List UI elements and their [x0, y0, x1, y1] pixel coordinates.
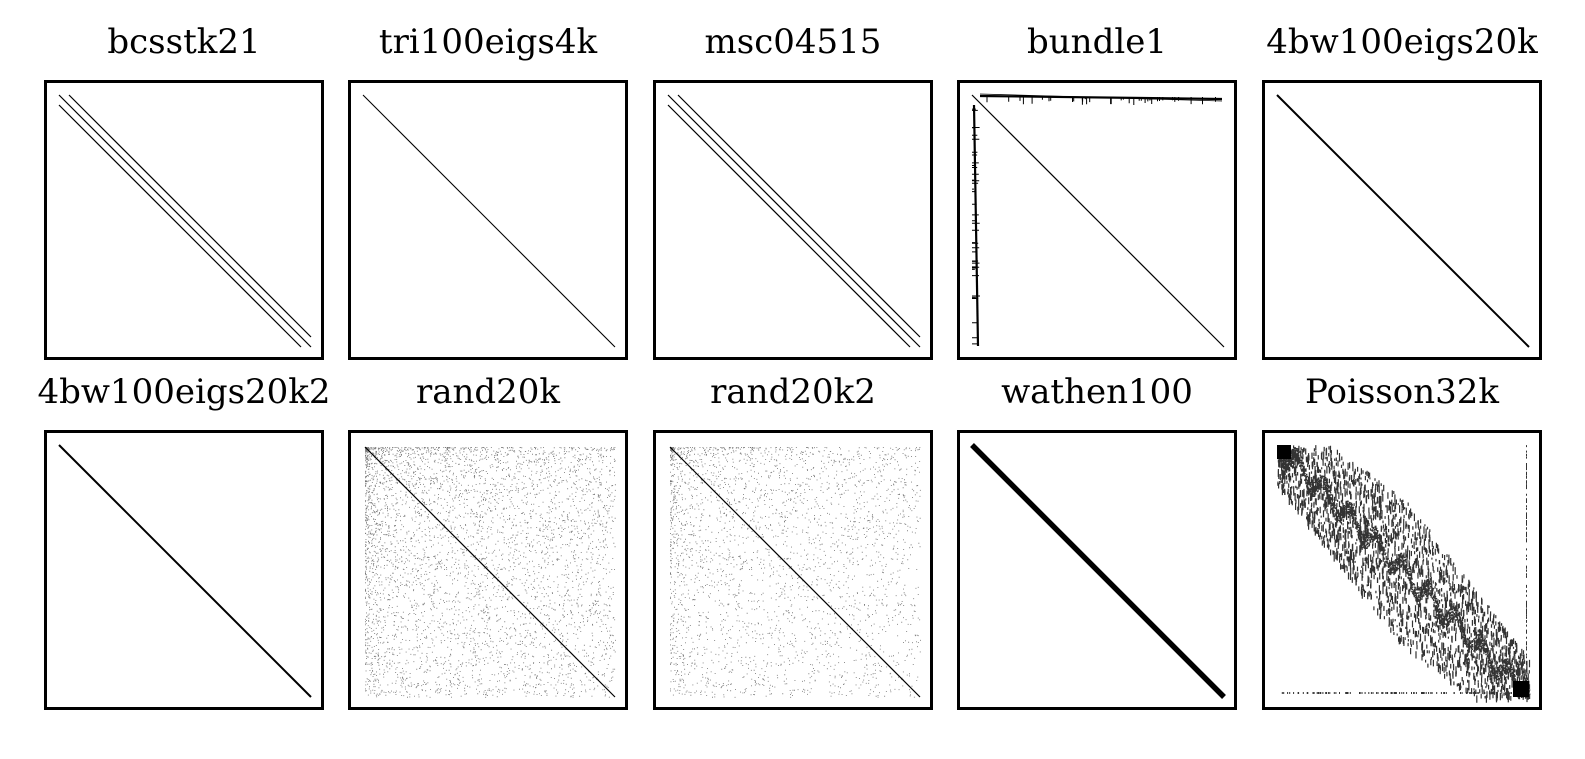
superdiagonal-line	[677, 94, 921, 338]
sparsity-plot	[44, 80, 324, 360]
diagonal-line	[58, 94, 312, 348]
superdiagonal-line	[68, 94, 312, 338]
sparsity-plot	[653, 430, 933, 710]
sparsity-svg	[667, 94, 921, 348]
chart-title: wathen100	[1001, 372, 1193, 412]
diagonal-line	[667, 94, 921, 348]
nonzero-dots	[1277, 445, 1531, 703]
dense-block	[1277, 445, 1291, 459]
subdiagonal-line	[667, 104, 911, 348]
diagonal-band	[58, 444, 312, 698]
sparsity-plot	[1262, 430, 1542, 710]
dense-block	[1513, 681, 1529, 697]
sparsity-svg	[1277, 445, 1531, 703]
diagonal-line	[364, 446, 616, 698]
diagonal-line	[669, 446, 921, 698]
sparsity-svg	[58, 444, 312, 698]
sparsity-svg	[669, 446, 921, 698]
diagonal-band	[1276, 94, 1530, 348]
chart-title: 4bw100eigs20k2	[37, 372, 331, 412]
chart-title: bcsstk21	[107, 22, 261, 62]
chart-title: bundle1	[1027, 22, 1167, 62]
chart-title: tri100eigs4k	[378, 22, 598, 62]
sparsity-plot	[44, 430, 324, 710]
sparsity-plot	[1262, 80, 1542, 360]
sparsity-svg	[970, 443, 1226, 699]
nonzero-pattern	[1277, 445, 1531, 703]
sparsity-svg	[971, 93, 1225, 348]
row-band	[979, 93, 1223, 102]
chart-title: msc04515	[704, 22, 882, 62]
sparsity-plot	[653, 80, 933, 360]
chart-title: rand20k2	[710, 372, 876, 412]
diagonal-line	[362, 94, 616, 348]
column-band	[972, 104, 980, 347]
sparsity-svg	[1276, 94, 1530, 348]
subdiagonal-line	[58, 104, 302, 348]
chart-title: Poisson32k	[1305, 372, 1499, 412]
sparsity-plot	[957, 430, 1237, 710]
chart-title: rand20k	[415, 372, 561, 412]
band-ticks	[972, 97, 1216, 345]
sparsity-plot	[348, 430, 628, 710]
diagonal-band	[970, 443, 1226, 699]
diagonal-line	[971, 94, 1225, 348]
sparsity-svg	[58, 94, 312, 348]
sparsity-plot	[348, 80, 628, 360]
chart-title: 4bw100eigs20k	[1266, 22, 1538, 62]
sparsity-svg	[362, 94, 616, 348]
sparsity-plot	[957, 80, 1237, 360]
sparsity-svg	[364, 446, 616, 698]
